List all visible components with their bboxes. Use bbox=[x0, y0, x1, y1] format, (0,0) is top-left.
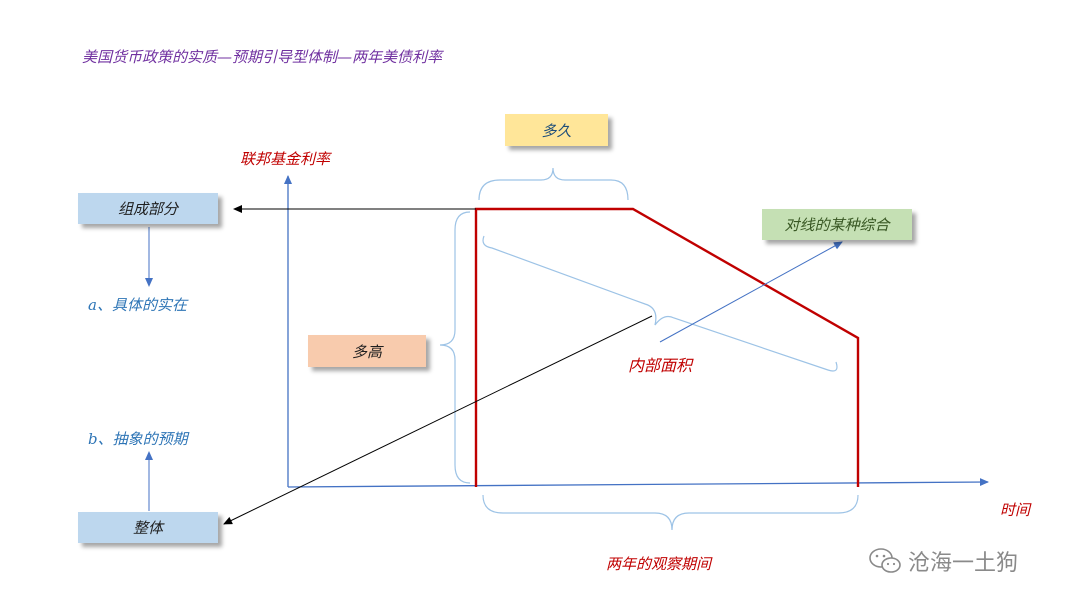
rate-path bbox=[474, 207, 860, 487]
slide-title: 美国货币政策的实质—预期引导型体制—两年美债利率 bbox=[82, 48, 443, 66]
note-b: b、抽象的预期 bbox=[88, 430, 188, 448]
line-combo-box: 对线的某种综合 bbox=[762, 209, 912, 240]
watermark-text: 沧海一土狗 bbox=[908, 551, 1019, 576]
combo-arrow bbox=[659, 241, 843, 343]
duration-box: 多久 bbox=[505, 114, 608, 146]
period-brace bbox=[482, 494, 859, 531]
height-brace bbox=[439, 211, 471, 484]
x-axis bbox=[287, 478, 989, 488]
period-label: 两年的观察期间 bbox=[606, 555, 712, 573]
y-axis-label: 联邦基金利率 bbox=[240, 150, 331, 168]
height-box: 多高 bbox=[308, 335, 426, 367]
x-axis-label: 时间 bbox=[1000, 501, 1031, 519]
duration-brace bbox=[478, 167, 629, 201]
note-a: a、具体的实在 bbox=[88, 296, 187, 314]
area-label: 内部面积 bbox=[628, 356, 693, 375]
watermark: 沧海一土狗 bbox=[868, 545, 1018, 577]
whole-box: 整体 bbox=[78, 512, 218, 543]
whole-arrow bbox=[223, 315, 653, 525]
components-box: 组成部分 bbox=[78, 193, 218, 224]
wechat-icon bbox=[869, 548, 901, 573]
area-brace bbox=[482, 235, 838, 372]
